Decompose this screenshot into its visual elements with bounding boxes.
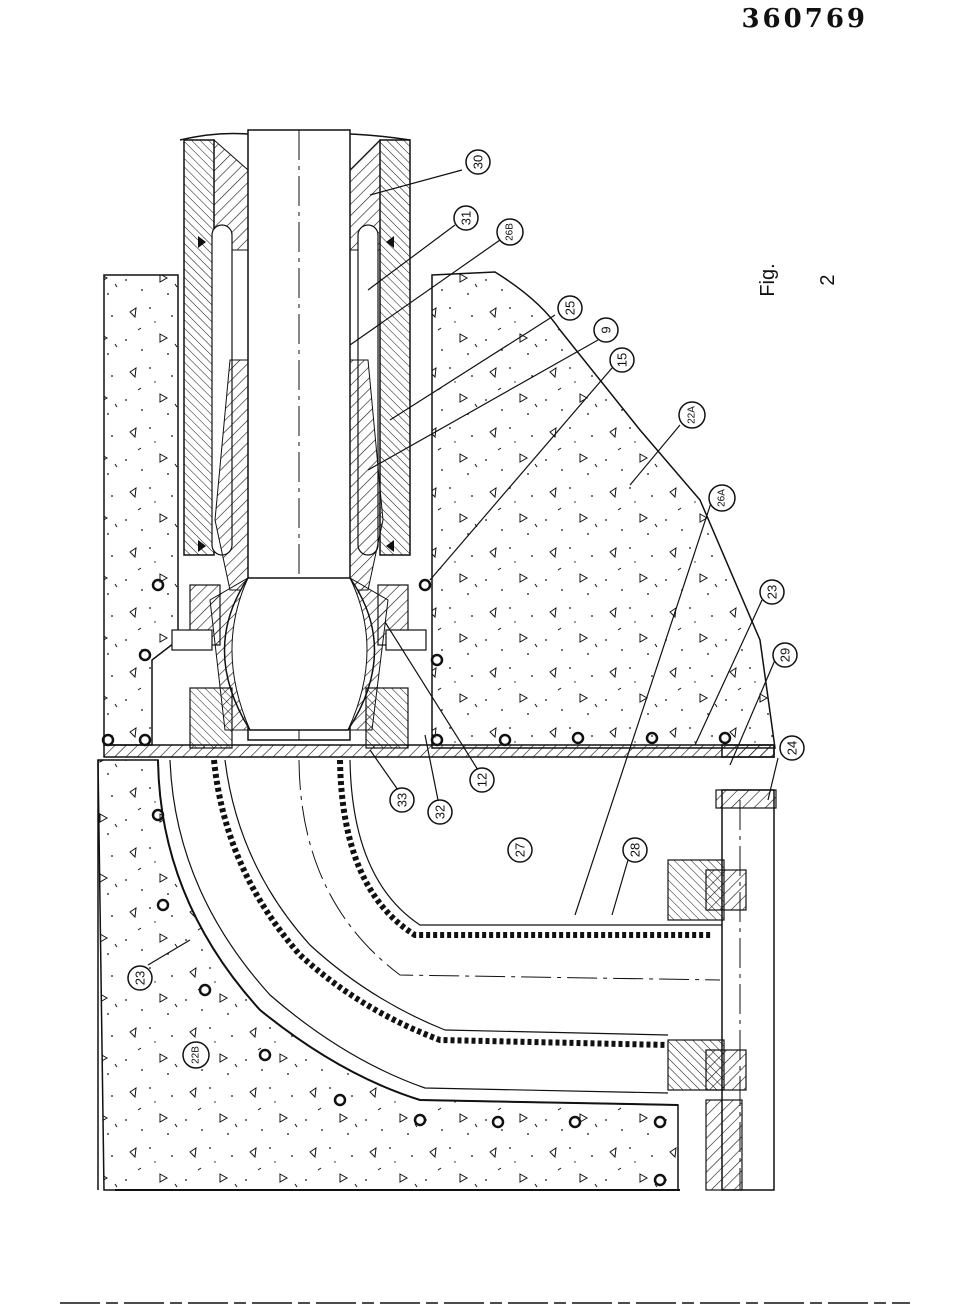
stress-cone [171, 359, 427, 749]
callout-c28: 28 [622, 837, 648, 863]
callout-circle [557, 295, 583, 321]
callout-c30: 30 [465, 149, 491, 175]
callout-circle [593, 317, 619, 343]
callout-c9: 9 [593, 317, 619, 343]
callout-label: 33 [395, 793, 410, 807]
callout-label: 22A [687, 406, 698, 424]
callout-label: 15 [615, 353, 630, 367]
callout-circle [453, 205, 479, 231]
callout-c29: 29 [772, 642, 798, 668]
callout-circle [779, 735, 805, 761]
pipe-elbow [157, 759, 722, 1106]
callout-c33: 33 [389, 787, 415, 813]
callout-circle [678, 401, 706, 429]
callout-c24: 24 [779, 735, 805, 761]
callout-circle [127, 965, 153, 991]
rebar-rings [101, 578, 732, 1187]
callout-circle [772, 642, 798, 668]
callout-label: 22B [191, 1046, 202, 1064]
callout-label: 26A [717, 489, 728, 507]
callout-c12: 12 [469, 767, 495, 793]
callout-label: 32 [433, 805, 448, 819]
callout-circle [469, 767, 495, 793]
document-number: 360769 [741, 4, 868, 34]
callout-circles: 30 31 26B 25 9 15 22A 26A 23 29 24 12 32 33 27 28 23 22B [127, 149, 805, 1069]
callout-circle [427, 799, 453, 825]
callout-label: 25 [563, 301, 578, 315]
callout-label: 9 [599, 326, 614, 333]
figure-label: Fig. 2 [757, 263, 839, 297]
callout-c26A: 26A [708, 484, 736, 512]
callout-c22A: 22A [678, 401, 706, 429]
callout-c23a: 23 [759, 579, 785, 605]
callout-circle [622, 837, 648, 863]
callout-c23b: 23 [127, 965, 153, 991]
callout-c15: 15 [609, 347, 635, 373]
callout-label: 26B [505, 223, 516, 241]
callout-c22B: 22B [182, 1041, 210, 1069]
callout-circle [465, 149, 491, 175]
callout-c26B: 26B [496, 218, 524, 246]
callout-c32: 32 [427, 799, 453, 825]
callout-c31: 31 [453, 205, 479, 231]
callout-label: 29 [778, 648, 793, 662]
callout-c27: 27 [507, 837, 533, 863]
callout-label: 31 [459, 211, 474, 225]
concrete-lower [97, 759, 680, 1191]
leader-lines [147, 169, 779, 966]
callout-circle [507, 837, 533, 863]
callout-circle [759, 579, 785, 605]
callout-label: 24 [785, 741, 800, 755]
callout-circle [496, 218, 524, 246]
callout-circle [708, 484, 736, 512]
callout-label: 27 [513, 843, 528, 857]
concrete-upper [103, 271, 776, 749]
callout-circle [609, 347, 635, 373]
callout-c25: 25 [557, 295, 583, 321]
callout-label: 28 [628, 843, 643, 857]
flange-plate [103, 744, 775, 758]
horizontal-tube [667, 789, 777, 1191]
callout-circle [389, 787, 415, 813]
callout-label: 12 [475, 773, 490, 787]
callout-label: 30 [471, 155, 486, 169]
callout-label: 23 [765, 585, 780, 599]
callout-label: 23 [133, 971, 148, 985]
callout-circle [182, 1041, 210, 1069]
